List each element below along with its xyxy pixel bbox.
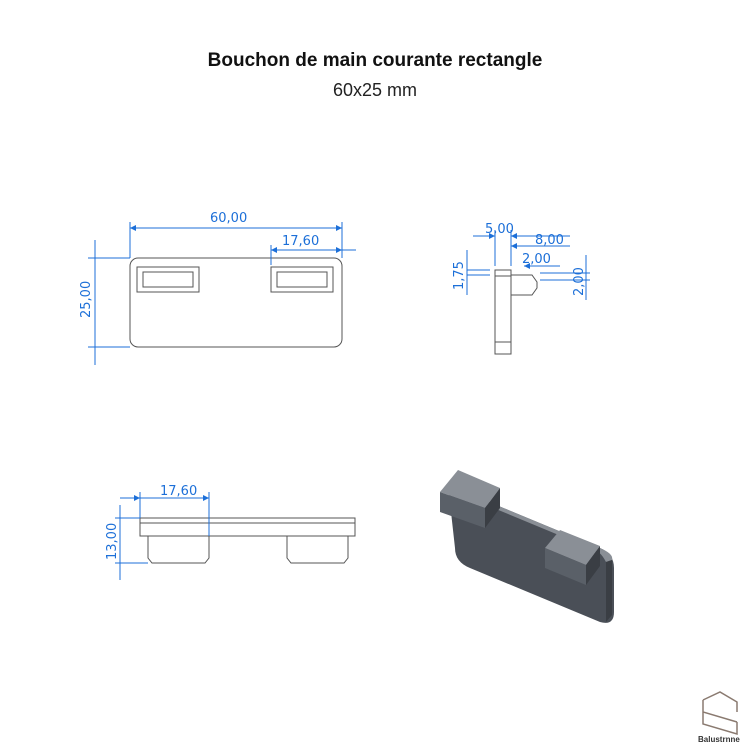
slot-offset-dimension: 17,60	[282, 234, 319, 249]
brand-logo-icon	[702, 691, 738, 736]
top-slot-offset-dimension: 17,60	[160, 484, 197, 499]
tab-height-dimension: 2,00	[572, 267, 587, 296]
page-title: Bouchon de main courante rectangle	[207, 50, 543, 71]
depth-dimension: 8,00	[535, 233, 564, 248]
tab-dimension: 2,00	[522, 252, 551, 267]
front-dimensions	[88, 222, 356, 365]
front-view	[129, 257, 343, 348]
brand-logo-text: Balustrnne	[698, 735, 740, 744]
top-height-dimension: 13,00	[105, 523, 120, 560]
offset-dimension: 1,75	[452, 261, 467, 290]
side-dimensions	[466, 230, 590, 300]
height-dimension: 25,00	[79, 281, 94, 318]
isometric-view	[440, 470, 614, 623]
top-view	[139, 517, 356, 564]
thickness-dimension: 5,00	[485, 222, 514, 237]
side-view	[494, 269, 538, 355]
top-dimensions	[115, 492, 210, 580]
page-subtitle: 60x25 mm	[332, 80, 418, 100]
width-dimension: 60,00	[210, 211, 247, 226]
